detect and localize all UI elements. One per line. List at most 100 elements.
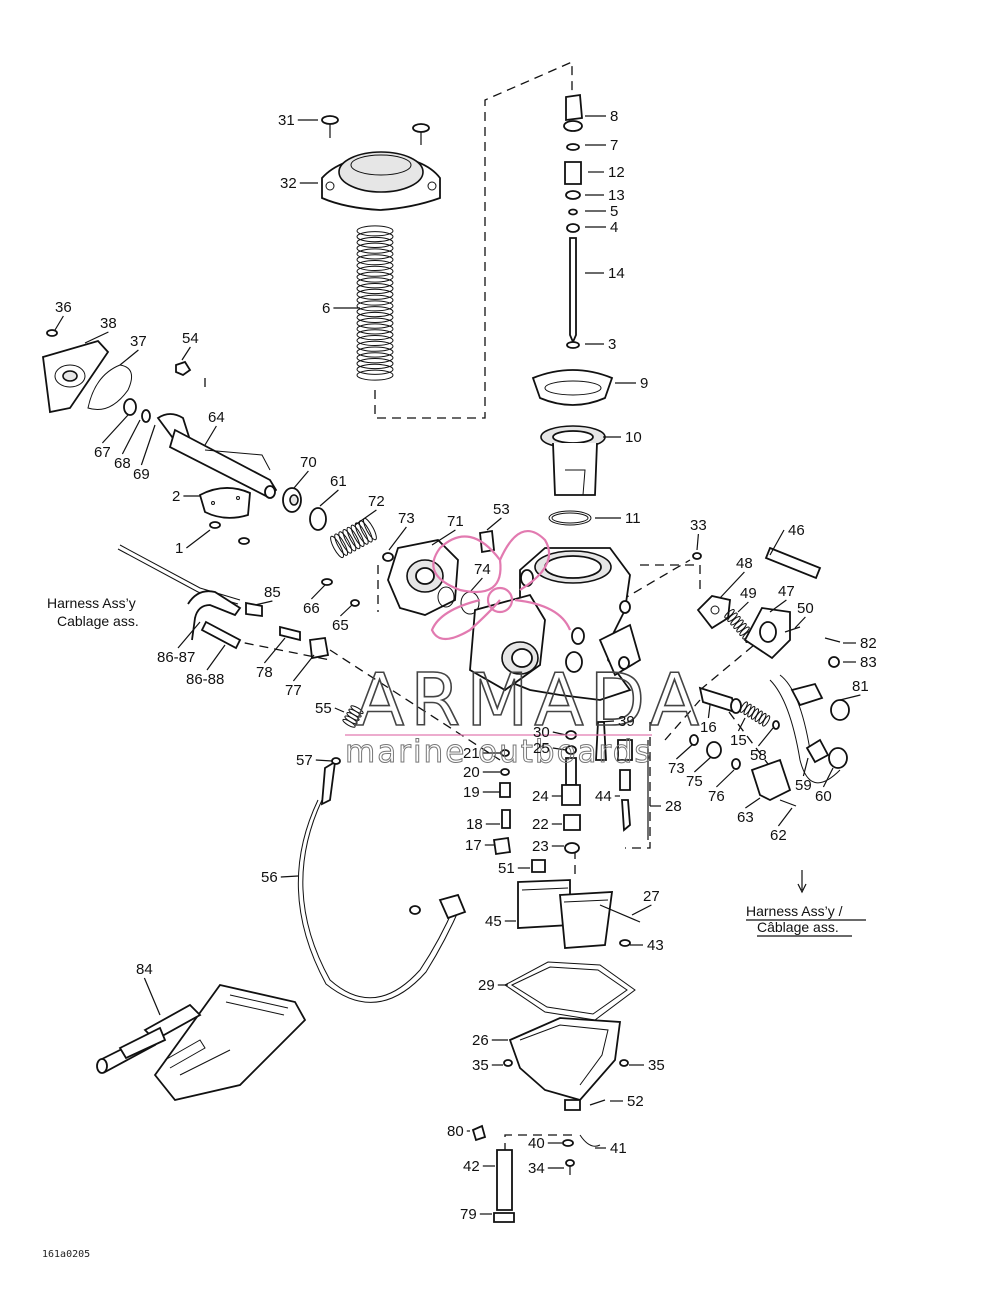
- part-label-32: 32: [280, 175, 297, 192]
- part-label-75: 75: [686, 773, 703, 790]
- leader-line-74: [469, 577, 483, 593]
- leader-line-55: [334, 707, 345, 713]
- leader-line-27: [631, 904, 652, 916]
- watermark: ARMADA marine outboards: [345, 530, 705, 771]
- part-label-35a: 35: [472, 1057, 489, 1074]
- part-label-45: 45: [485, 913, 502, 930]
- spring-coil: [356, 236, 394, 248]
- screw-31b: [412, 123, 430, 145]
- leader-line-63: [745, 797, 761, 809]
- part-label-23: 23: [532, 838, 549, 855]
- part-label-37: 37: [130, 333, 147, 350]
- diaphragm-9: [531, 369, 614, 406]
- spring-coil: [334, 533, 349, 556]
- part-label-50: 50: [797, 600, 814, 617]
- leader-lines: [54, 115, 861, 1215]
- harness-note-left-line2: Cablage ass.: [57, 613, 139, 629]
- part-label-51: 51: [498, 860, 515, 877]
- sensor-81: [769, 674, 850, 784]
- leader-line-58: [757, 727, 774, 747]
- spring-coil: [736, 623, 747, 633]
- part-label-64: 64: [208, 409, 225, 426]
- part-label-3: 3: [608, 336, 616, 353]
- cover-38: [42, 339, 110, 414]
- spring-coil: [350, 705, 364, 715]
- part-label-84: 84: [136, 961, 153, 978]
- leader-line-25: [552, 747, 567, 751]
- part-label-71: 71: [447, 513, 464, 530]
- screw-50: [784, 626, 801, 633]
- watermark-tagline: marine outboards: [345, 734, 653, 770]
- harness-note-left-line1: Harness Ass’y: [47, 595, 136, 611]
- spring-coil: [354, 522, 369, 545]
- part-label-15: 15: [730, 732, 747, 749]
- screw-43: [619, 939, 631, 947]
- leader-line-78: [263, 637, 286, 664]
- part-label-21: 21: [463, 745, 480, 762]
- leader-line-37: [119, 349, 139, 366]
- part-label-27: 27: [643, 888, 660, 905]
- pin-27: [599, 904, 641, 923]
- part-label-20: 20: [463, 764, 480, 781]
- spring-coil: [356, 254, 394, 266]
- washers-73-76: [689, 734, 741, 770]
- spring-coil: [356, 242, 394, 254]
- part-label-7: 7: [610, 137, 618, 154]
- spring-coil: [330, 535, 344, 559]
- leader-line-59: [802, 757, 809, 777]
- part-label-56: 56: [261, 869, 278, 886]
- part-label-36: 36: [55, 299, 72, 316]
- spring-coil: [350, 524, 365, 547]
- nut-83: [828, 656, 840, 668]
- spring-coil: [356, 259, 394, 272]
- spring-coil: [356, 317, 394, 329]
- part-label-40: 40: [528, 1135, 545, 1152]
- spring-coil: [356, 306, 394, 318]
- spring-coil: [342, 529, 357, 552]
- spring-coil: [356, 231, 394, 243]
- float-45: [517, 879, 614, 949]
- shaft-64: [156, 413, 278, 499]
- leader-line-85: [254, 600, 273, 606]
- part-label-85: 85: [264, 584, 281, 601]
- part-label-31: 31: [278, 112, 295, 129]
- leader-line-54: [181, 346, 191, 361]
- part-label-10: 10: [625, 429, 642, 446]
- watermark-brand: ARMADA: [355, 658, 705, 742]
- leader-line-53: [486, 517, 502, 531]
- part-label-4: 4: [610, 219, 618, 236]
- spring-coil: [358, 520, 373, 543]
- part-label-68: 68: [114, 455, 131, 472]
- leader-line-49: [737, 601, 749, 613]
- part-label-35b: 35: [648, 1057, 665, 1074]
- spring-72: [330, 517, 377, 559]
- part-label-73b: 73: [668, 760, 685, 777]
- spring-coil: [356, 248, 394, 260]
- spring-coil: [356, 288, 394, 300]
- plate-2: [198, 487, 251, 519]
- part-label-42: 42: [463, 1158, 480, 1175]
- leader-line-72: [354, 509, 377, 526]
- housing-71: [387, 539, 459, 616]
- top-cover: [321, 151, 441, 211]
- jet-53: [479, 529, 495, 554]
- part-label-62: 62: [770, 827, 787, 844]
- screws-65-66: [321, 578, 360, 607]
- leader-line-77: [292, 654, 315, 682]
- drain-parts: [471, 1099, 606, 1223]
- harness-note-right-line2: Câblage ass.: [757, 919, 839, 935]
- leader-line-50: [794, 616, 806, 629]
- part-label-78: 78: [256, 664, 273, 681]
- leader-line-86-87: [177, 621, 201, 649]
- leader-line-38: [84, 331, 109, 344]
- spring-coil: [356, 294, 394, 306]
- leader-line-73b: [675, 744, 693, 760]
- part-label-16: 16: [700, 719, 717, 736]
- spring-coil: [356, 340, 394, 352]
- spring-coil: [356, 329, 394, 341]
- leader-line-16: [707, 704, 711, 719]
- part-label-24: 24: [532, 788, 549, 805]
- part-label-41: 41: [610, 1140, 627, 1157]
- leader-line-86-88: [206, 644, 226, 671]
- part-label-30: 30: [533, 724, 550, 741]
